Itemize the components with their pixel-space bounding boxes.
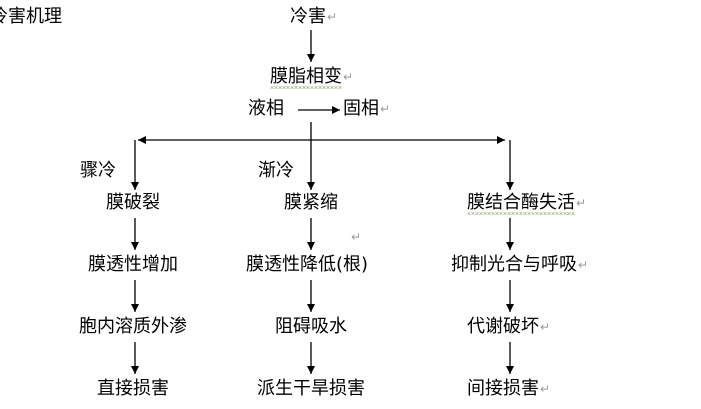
- paragraph-mark: ↵: [327, 10, 338, 24]
- right-node-1: 膜结合酶失活↵: [467, 192, 586, 214]
- branch-label-sudden-cold: 骤冷: [80, 160, 116, 181]
- left-node-1: 膜破裂: [106, 192, 160, 213]
- paragraph-mark: ↵: [380, 102, 391, 116]
- right-node-3-label: 代谢破坏: [467, 316, 539, 337]
- paragraph-mark: ↵: [578, 258, 589, 272]
- paragraph-mark: ↵: [540, 320, 551, 334]
- left-node-2: 膜透性增加: [88, 254, 178, 275]
- right-node-3: 代谢破坏↵: [467, 316, 550, 338]
- node-membrane-phase-change-label: 膜脂相变: [270, 66, 342, 87]
- node-membrane-phase-change: 膜脂相变↵: [270, 66, 353, 88]
- middle-node-3: 阻碍吸水: [275, 316, 347, 337]
- phase-to-label: 固相: [343, 98, 379, 119]
- left-node-4: 直接损害: [97, 378, 169, 399]
- right-node-4: 间接损害↵: [467, 378, 550, 400]
- middle-node-4: 派生干旱损害: [257, 378, 365, 399]
- right-node-1-label: 膜结合酶失活: [467, 192, 575, 213]
- phase-to: 固相↵: [343, 98, 390, 120]
- node-cold-damage: 冷害↵: [290, 6, 337, 28]
- middle-node-1: 膜紧缩: [284, 192, 338, 213]
- right-node-4-label: 间接损害: [467, 378, 539, 399]
- paragraph-mark: ↵: [540, 382, 551, 396]
- paragraph-mark: ↵: [343, 70, 354, 84]
- paragraph-mark: ↵: [351, 230, 362, 244]
- middle-node-2: 膜透性降低(根): [245, 254, 369, 275]
- middle-paragraph-mark: ↵: [350, 226, 361, 248]
- left-node-3: 胞内溶质外渗: [79, 316, 187, 337]
- paragraph-mark: ↵: [576, 196, 587, 210]
- branch-label-gradual-cold: 渐冷: [258, 160, 294, 181]
- node-cold-damage-label: 冷害: [290, 6, 326, 27]
- right-node-2: 抑制光合与呼吸↵: [451, 254, 588, 276]
- page-title: 冷害机理: [0, 6, 62, 27]
- phase-from-label: 液相: [248, 98, 284, 119]
- right-node-2-label: 抑制光合与呼吸: [451, 254, 577, 275]
